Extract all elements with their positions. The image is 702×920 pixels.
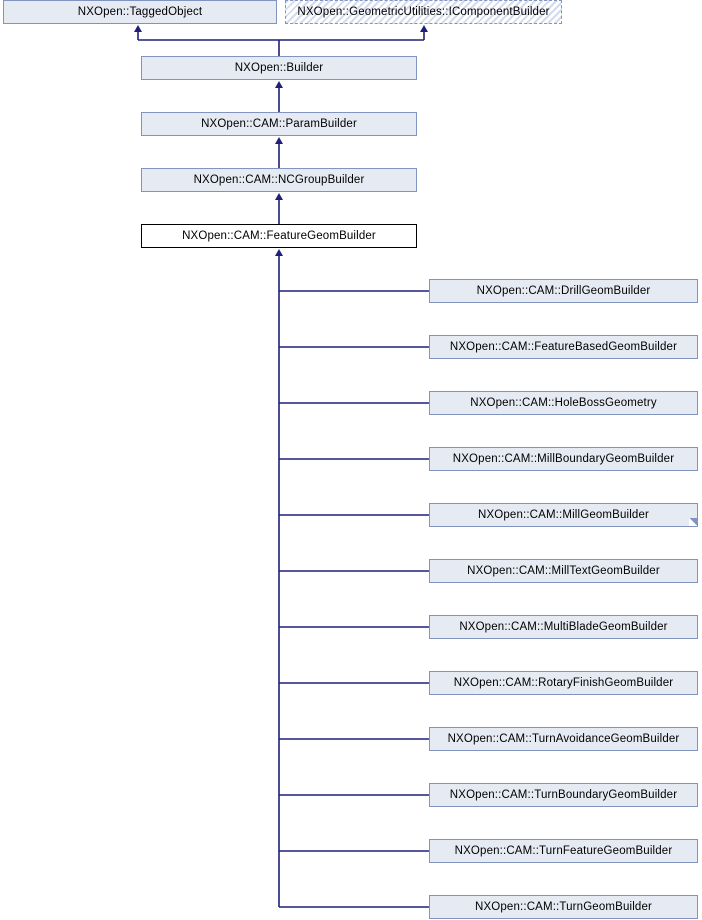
class-box-nxopen-taggedobject[interactable]: NXOpen::TaggedObject <box>3 0 277 24</box>
class-box-nxopen-cam-holebossgeometry[interactable]: NXOpen::CAM::HoleBossGeometry <box>429 391 698 415</box>
class-box-nxopen-builder[interactable]: NXOpen::Builder <box>141 56 417 80</box>
class-box-label: NXOpen::CAM::MultiBladeGeomBuilder <box>459 621 668 633</box>
class-box-label: NXOpen::CAM::TurnBoundaryGeomBuilder <box>449 789 678 801</box>
class-box-label: NXOpen::CAM::MillBoundaryGeomBuilder <box>452 453 675 465</box>
class-box-nxopen-cam-featuregeombuilder[interactable]: NXOpen::CAM::FeatureGeomBuilder <box>141 224 417 248</box>
class-box-label: NXOpen::Builder <box>234 62 324 74</box>
class-box-nxopen-cam-parambuilder[interactable]: NXOpen::CAM::ParamBuilder <box>141 112 417 136</box>
class-box-nxopen-cam-featurebasedgeombuilder[interactable]: NXOpen::CAM::FeatureBasedGeomBuilder <box>429 335 698 359</box>
class-box-label: NXOpen::CAM::MillGeomBuilder <box>477 509 649 521</box>
class-box-nxopen-cam-millgeombuilder[interactable]: NXOpen::CAM::MillGeomBuilder <box>429 503 698 527</box>
class-box-nxopen-cam-turnboundarygeombuilder[interactable]: NXOpen::CAM::TurnBoundaryGeomBuilder <box>429 783 698 807</box>
class-box-nxopen-cam-multibladegeombuilder[interactable]: NXOpen::CAM::MultiBladeGeomBuilder <box>429 615 698 639</box>
arrowhead-chain-4 <box>275 193 283 200</box>
class-box-label: NXOpen::CAM::FeatureGeomBuilder <box>182 230 376 242</box>
folded-corner-icon <box>689 518 698 527</box>
arrowhead-chain-3 <box>275 137 283 144</box>
arrowhead-to-featuregeombuilder <box>275 249 283 256</box>
class-box-label: NXOpen::TaggedObject <box>77 6 203 18</box>
class-box-label: NXOpen::CAM::MillTextGeomBuilder <box>467 565 660 577</box>
class-box-label: NXOpen::CAM::ParamBuilder <box>201 118 357 130</box>
class-box-label: NXOpen::GeometricUtilities::IComponentBu… <box>297 6 550 18</box>
arrowhead-to-icomponentbuilder <box>420 25 428 32</box>
class-box-label: NXOpen::CAM::FeatureBasedGeomBuilder <box>449 341 678 353</box>
class-box-nxopen-cam-turnfeaturegeombuilder[interactable]: NXOpen::CAM::TurnFeatureGeomBuilder <box>429 839 698 863</box>
class-box-nxopen-cam-drillgeombuilder[interactable]: NXOpen::CAM::DrillGeomBuilder <box>429 279 698 303</box>
arrowhead-chain-2 <box>275 81 283 88</box>
class-box-label: NXOpen::CAM::TurnGeomBuilder <box>475 901 652 913</box>
class-box-label: NXOpen::CAM::DrillGeomBuilder <box>476 285 651 297</box>
class-box-nxopen-cam-milltextgeombuilder[interactable]: NXOpen::CAM::MillTextGeomBuilder <box>429 559 698 583</box>
class-box-nxopen-geometricutilities-icomponentbuilder[interactable]: NXOpen::GeometricUtilities::IComponentBu… <box>285 0 562 24</box>
class-box-label: NXOpen::CAM::HoleBossGeometry <box>470 397 657 409</box>
class-box-label: NXOpen::CAM::RotaryFinishGeomBuilder <box>453 677 674 689</box>
class-box-nxopen-cam-turngeombuilder[interactable]: NXOpen::CAM::TurnGeomBuilder <box>429 895 698 919</box>
class-box-nxopen-cam-millboundarygeombuilder[interactable]: NXOpen::CAM::MillBoundaryGeomBuilder <box>429 447 698 471</box>
class-box-nxopen-cam-ncgroupbuilder[interactable]: NXOpen::CAM::NCGroupBuilder <box>141 168 417 192</box>
class-box-label: NXOpen::CAM::TurnFeatureGeomBuilder <box>454 845 673 857</box>
class-box-nxopen-cam-turnavoidancegeombuilder[interactable]: NXOpen::CAM::TurnAvoidanceGeomBuilder <box>429 727 698 751</box>
arrowhead-to-taggedobject <box>134 25 142 32</box>
class-box-nxopen-cam-rotaryfinishgeombuilder[interactable]: NXOpen::CAM::RotaryFinishGeomBuilder <box>429 671 698 695</box>
class-box-label: NXOpen::CAM::NCGroupBuilder <box>193 174 365 186</box>
class-box-label: NXOpen::CAM::TurnAvoidanceGeomBuilder <box>447 733 680 745</box>
